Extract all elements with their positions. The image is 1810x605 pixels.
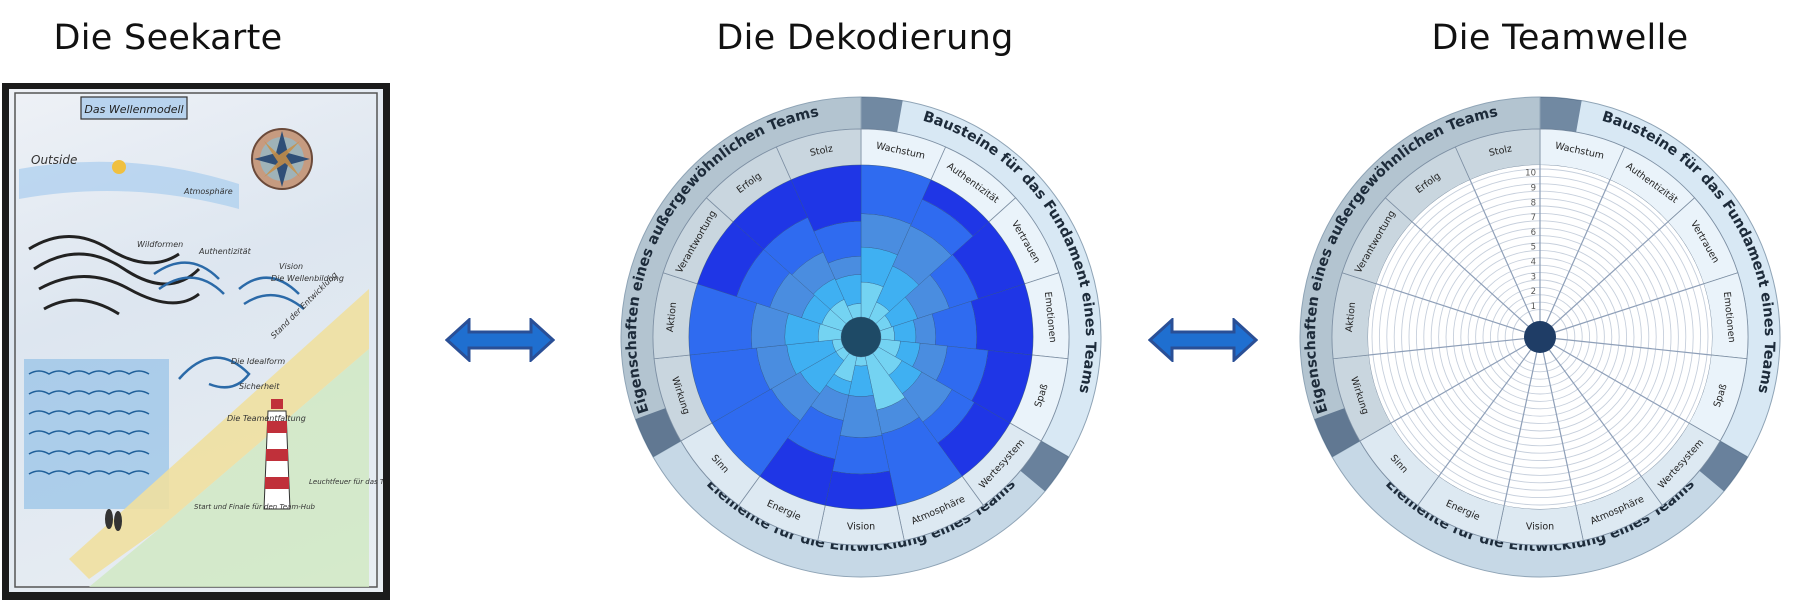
beach: [69, 289, 369, 579]
scale-tick-7: 7: [1531, 213, 1536, 223]
scale-tick-8: 8: [1531, 198, 1536, 208]
spoke-11: [1368, 336, 1541, 356]
group-band-shadow-2: [635, 408, 681, 457]
double-arrow-right-icon: [1148, 318, 1258, 362]
deko-band-seg14-level4: [790, 164, 862, 232]
annotation-outside: Outside: [31, 153, 77, 167]
scale-tick-10: 10: [1525, 169, 1536, 179]
wheel-center-hub: [1524, 321, 1556, 353]
spoke-2: [1539, 221, 1669, 338]
seekarte-image: Das Wellenmodell: [2, 83, 390, 600]
seekarte-drawing: Das Wellenmodell: [14, 92, 383, 588]
spoke-13: [1411, 221, 1541, 338]
annotation-teamentfaltung: Die Teamentfaltung: [227, 414, 306, 423]
group-band-shadow-2: [1314, 408, 1360, 457]
annotation-sicherheit: Sicherheit: [239, 382, 280, 391]
group-band-shadow-1: [1020, 441, 1069, 492]
deko-band-seg7-level4: [824, 470, 898, 510]
spoke-1: [1539, 179, 1611, 338]
title-teamwelle: Die Teamwelle: [1431, 18, 1689, 58]
spoke-14: [1469, 179, 1541, 338]
spoke-10: [1390, 336, 1541, 424]
title-seekarte: Die Seekarte: [53, 18, 283, 58]
deko-band-seg7-level3: [832, 435, 890, 475]
wheel-center-hub: [841, 317, 881, 357]
spoke-5: [1539, 336, 1690, 424]
annotation-leuchtfeuer: Leuchtfeuer für das Team: [309, 478, 383, 486]
teamwelle-wheel: Bausteine für das Fundament eines TeamsE…: [1299, 96, 1781, 578]
scale-tick-3: 3: [1531, 272, 1536, 282]
annotation-atmosphere: Atmosphäre: [183, 187, 233, 196]
annotation-start-finale: Start und Finale für den Team-Hub: [194, 503, 316, 511]
scale-tick-5: 5: [1531, 243, 1536, 253]
annotation-wildformen: Wildformen: [137, 240, 183, 249]
scale-tick-6: 6: [1531, 228, 1536, 238]
title-dekodierung: Die Dekodierung: [716, 18, 1014, 58]
spoke-6: [1539, 336, 1642, 477]
waves-blue: [153, 261, 305, 389]
annotation-idealform: Die Idealform: [231, 357, 285, 366]
choppy-sea: [24, 359, 169, 509]
segment-label-7: Vision: [847, 522, 875, 533]
segment-label-11: Aktion: [665, 302, 679, 333]
spoke-3: [1539, 283, 1704, 338]
annotation-wellenbildung: Die Wellenbildung: [271, 274, 344, 283]
segment-label-14: Stolz: [809, 143, 834, 159]
scale-tick-4: 4: [1531, 258, 1536, 268]
segment-label-11: Aktion: [1344, 302, 1358, 333]
double-arrow-left-icon: [445, 318, 555, 362]
lighthouse-icon: [263, 399, 291, 510]
spoke-8: [1503, 336, 1541, 506]
spoke-7: [1539, 336, 1577, 506]
dekodierung-wheel: Bausteine für das Fundament eines TeamsE…: [620, 96, 1102, 578]
scale-tick-9: 9: [1531, 184, 1536, 194]
spoke-9: [1438, 336, 1541, 477]
sea-horizon: [19, 161, 239, 209]
annotation-vision: Vision: [279, 262, 303, 271]
group-band-shadow-1: [1699, 441, 1748, 492]
waves-dark: [28, 235, 201, 316]
banner-box: [80, 96, 188, 120]
segment-label-14: Stolz: [1488, 143, 1513, 159]
banner-text: Das Wellenmodell: [84, 103, 183, 116]
compass-rose-icon: [251, 128, 313, 190]
segment-label-3: Emotionen: [1042, 291, 1058, 343]
spoke-4: [1539, 336, 1712, 356]
group-band-shadow-0: [1540, 97, 1582, 133]
people-figures-icon: [105, 509, 122, 531]
scale-tick-1: 1: [1531, 302, 1536, 312]
sun-icon: [112, 160, 126, 174]
annotation-authenticity: Authentizität: [198, 247, 252, 256]
land: [89, 349, 369, 587]
seekarte-paper: Das Wellenmodell: [9, 89, 383, 592]
spoke-12: [1376, 283, 1541, 338]
segment-label-7: Vision: [1526, 522, 1554, 533]
group-band-shadow-0: [861, 97, 903, 133]
segment-label-3: Emotionen: [1721, 291, 1737, 343]
scale-tick-2: 2: [1531, 287, 1536, 297]
